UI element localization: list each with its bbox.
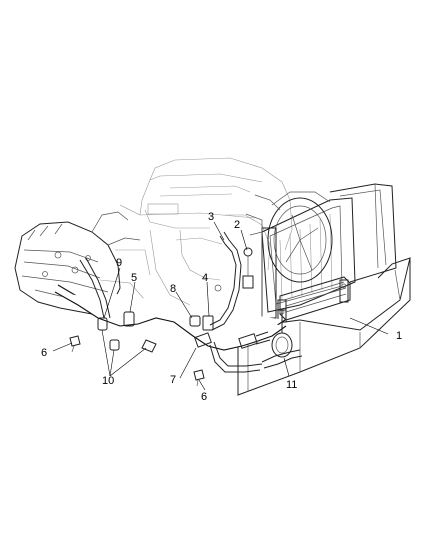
- callout-labels: 1 2 3 4 5 6 6 7 8 9 10 11: [41, 211, 402, 403]
- callout-10: 10: [102, 375, 114, 387]
- callout-6b: 6: [201, 391, 207, 403]
- callout-4: 4: [202, 272, 208, 284]
- callout-1: 1: [396, 330, 402, 342]
- callout-2: 2: [234, 219, 240, 231]
- callout-11: 11: [286, 379, 297, 391]
- leader-lines: [52, 221, 389, 391]
- callout-5: 5: [131, 272, 137, 284]
- callout-7: 7: [170, 374, 176, 386]
- callout-8: 8: [170, 283, 176, 295]
- fittings: [69, 247, 253, 387]
- cooler-lines: [54, 231, 303, 373]
- radiator-assembly: [245, 183, 397, 321]
- callout-6a: 6: [41, 347, 47, 359]
- callout-3: 3: [208, 211, 214, 223]
- air-dam: [237, 257, 411, 396]
- engine-block: [99, 157, 293, 306]
- callout-9: 9: [116, 257, 122, 269]
